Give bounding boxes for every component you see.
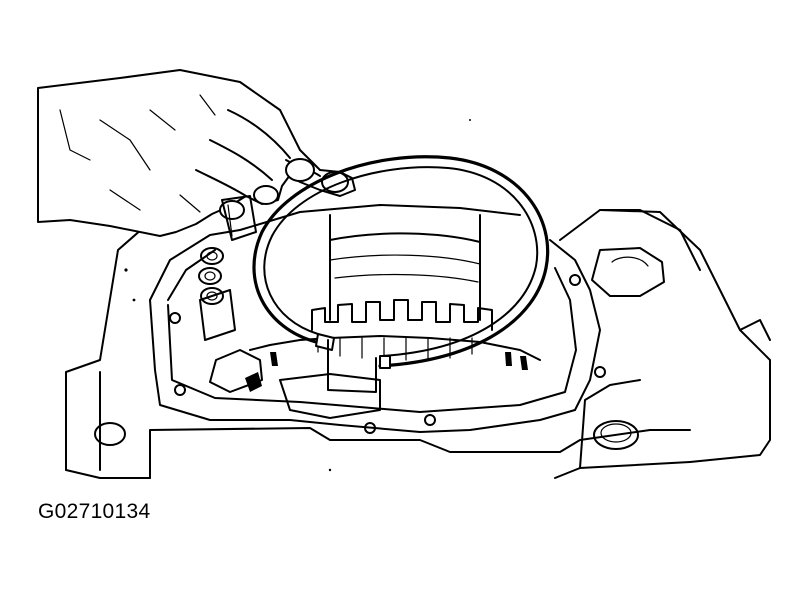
transmission-case bbox=[65, 209, 771, 479]
print-specks bbox=[124, 119, 471, 472]
snap-ring bbox=[252, 155, 550, 393]
stud-bolts bbox=[198, 195, 257, 305]
clutch-drum bbox=[199, 204, 541, 419]
figure-code-label: G02710134 bbox=[38, 500, 151, 523]
